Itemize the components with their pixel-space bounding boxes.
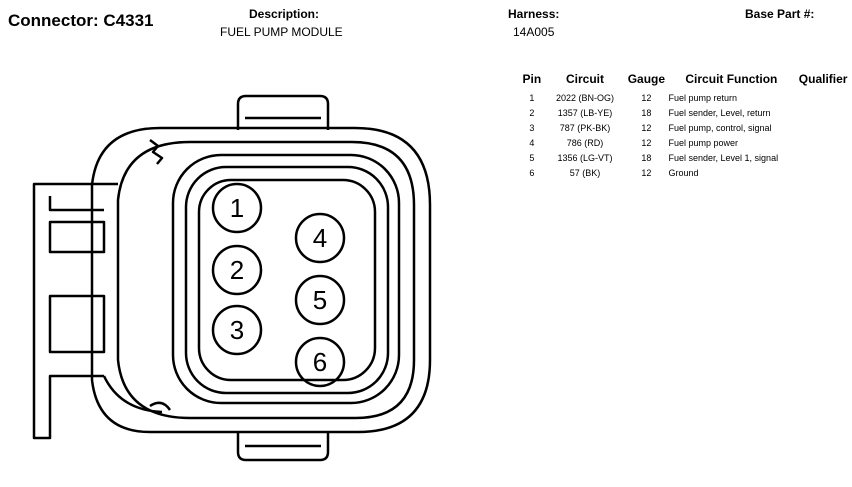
connector-title: Connector: C4331 [8, 11, 154, 30]
top-latch-tab [236, 94, 330, 130]
pin-number-2: 2 [230, 255, 244, 285]
left-arm-hook [149, 401, 172, 411]
pin-cell: 1 [529, 92, 535, 103]
circuit-cell: 786 (RD) [566, 137, 604, 148]
seal-groove-outer [171, 153, 401, 405]
harness-label: Harness: [508, 7, 560, 21]
header-pin: Pin [522, 72, 542, 86]
function-cell: Fuel pump return [668, 92, 738, 103]
seal-groove-middle [184, 165, 390, 395]
pin-cavity-3 [211, 304, 263, 356]
pin-cell: 6 [529, 167, 535, 178]
header-circuit-function: Circuit Function [685, 72, 778, 86]
table-row: 5 1356 (LG-VT) 18 Fuel sender, Level 1, … [518, 150, 852, 165]
circuit-cell: 1356 (LG-VT) [557, 152, 613, 163]
pin-number-1: 1 [230, 193, 244, 223]
left-arm-upper-window [48, 196, 104, 212]
header-circuit: Circuit [565, 72, 604, 86]
pin-cell: 2 [529, 107, 535, 118]
pin-number-4: 4 [313, 223, 327, 253]
pin-cavity-1 [211, 182, 263, 234]
base-part-label: Base Part #: [745, 7, 815, 21]
function-cell: Fuel pump, control, signal [668, 122, 772, 133]
left-arm-window-1 [48, 220, 106, 254]
function-cell: Ground [668, 167, 699, 178]
description-value: FUEL PUMP MODULE [220, 25, 343, 39]
circuit-cell: 1357 (LB-YE) [557, 107, 613, 118]
pin-number-3: 3 [230, 315, 244, 345]
bottom-latch-tab [236, 432, 330, 462]
housing-outer-shell [90, 126, 432, 434]
table-row: 3 787 (PK-BK) 12 Fuel pump, control, sig… [518, 120, 852, 135]
header-qualifier: Qualifier [798, 72, 848, 86]
pin-number-6: 6 [313, 347, 327, 377]
pin-cavity-5 [294, 274, 346, 326]
pin-cell: 3 [529, 122, 535, 133]
description-label: Description: [249, 7, 320, 21]
left-arm-window-2 [48, 294, 106, 354]
function-cell: Fuel sender, Level, return [668, 107, 771, 118]
gauge-cell: 12 [641, 137, 652, 148]
pin-cavity-2 [211, 244, 263, 296]
circuit-cell: 57 (BK) [569, 167, 601, 178]
pin-cell: 5 [529, 152, 535, 163]
table-row: 6 57 (BK) 12 Ground [518, 165, 852, 180]
left-locking-arm [32, 182, 118, 440]
gauge-cell: 12 [641, 122, 652, 133]
circuit-cell: 787 (PK-BK) [559, 122, 611, 133]
table-row: 1 2022 (BN-OG) 12 Fuel pump return [518, 90, 852, 105]
gauge-cell: 12 [641, 167, 652, 178]
seal-groove-inner [197, 178, 377, 382]
housing-break [149, 139, 164, 165]
pin-number-5: 5 [313, 285, 327, 315]
left-arm-lower-curl [102, 375, 163, 414]
gauge-cell: 18 [641, 107, 652, 118]
pin-cell: 4 [529, 137, 535, 148]
table-row: 2 1357 (LB-YE) 18 Fuel sender, Level, re… [518, 105, 852, 120]
function-cell: Fuel pump power [668, 137, 739, 148]
pinout-header-row: Pin Circuit Gauge Circuit Function Quali… [518, 72, 852, 90]
gauge-cell: 18 [641, 152, 652, 163]
housing-inner-wall [116, 140, 416, 420]
circuit-cell: 2022 (BN-OG) [555, 92, 614, 103]
harness-value: 14A005 [513, 25, 555, 39]
table-row: 4 786 (RD) 12 Fuel pump power [518, 135, 852, 150]
function-cell: Fuel sender, Level 1, signal [668, 152, 779, 163]
pin-cavities: 1 2 3 4 5 6 [211, 182, 346, 388]
pin-cavity-4 [294, 212, 346, 264]
pinout-table: Pin Circuit Gauge Circuit Function Quali… [518, 72, 852, 180]
pin-cavity-6 [294, 336, 346, 388]
gauge-cell: 12 [641, 92, 652, 103]
header-gauge: Gauge [627, 72, 666, 86]
